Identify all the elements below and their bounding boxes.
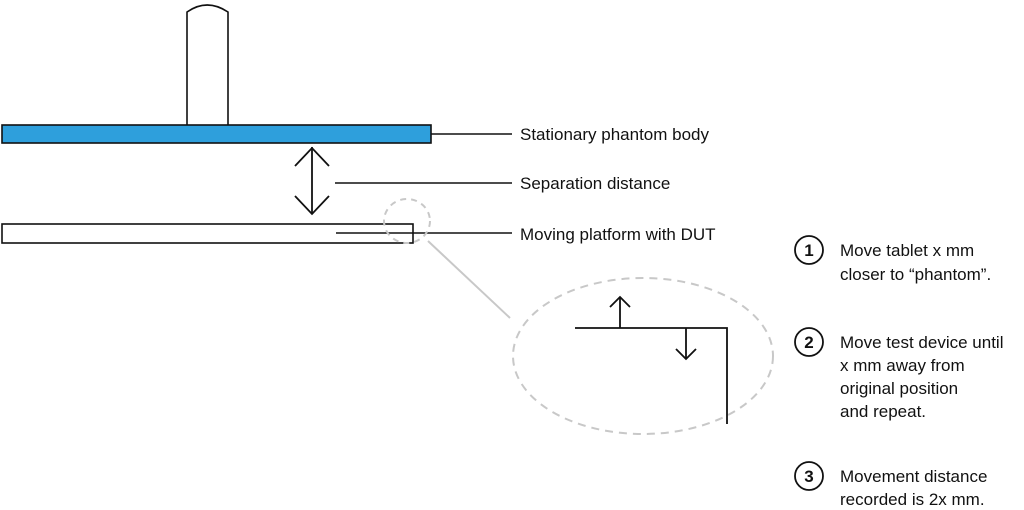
step-3-line-2: recorded is 2x mm. [840, 490, 985, 509]
zoom-detail-ellipse [512, 277, 774, 435]
stationary-phantom-label: Stationary phantom body [520, 125, 710, 144]
separation-double-arrow [294, 146, 330, 216]
step-3: 3 Movement distance recorded is 2x mm. [794, 461, 987, 509]
step-2-number: 2 [804, 333, 813, 352]
moving-platform-label: Moving platform with DUT [520, 225, 716, 244]
phantom-support-post [186, 4, 229, 128]
step-2-line-2: x mm away from [840, 356, 965, 375]
step-1: 1 Move tablet x mm closer to “phantom”. [794, 235, 991, 284]
step-3-number: 3 [804, 467, 813, 486]
zoom-connector-line [427, 240, 511, 319]
step-3-number-badge [794, 461, 824, 491]
step-2-line-3: original position [840, 379, 958, 398]
step-1-number-badge [794, 235, 824, 265]
stationary-phantom-bar [1, 124, 432, 144]
step-2: 2 Move test device until x mm away from … [794, 327, 1003, 421]
step-1-line-1: Move tablet x mm [840, 241, 974, 260]
step-1-line-2: closer to “phantom”. [840, 265, 991, 284]
step-2-number-badge [794, 327, 824, 357]
zoom-corner-detail [575, 295, 728, 424]
step-2-line-1: Move test device until [840, 333, 1003, 352]
step-2-line-4: and repeat. [840, 402, 926, 421]
zoom-source-circle [383, 198, 431, 244]
separation-distance-label: Separation distance [520, 174, 670, 193]
step-1-number: 1 [804, 241, 813, 260]
step-3-line-1: Movement distance [840, 467, 987, 486]
